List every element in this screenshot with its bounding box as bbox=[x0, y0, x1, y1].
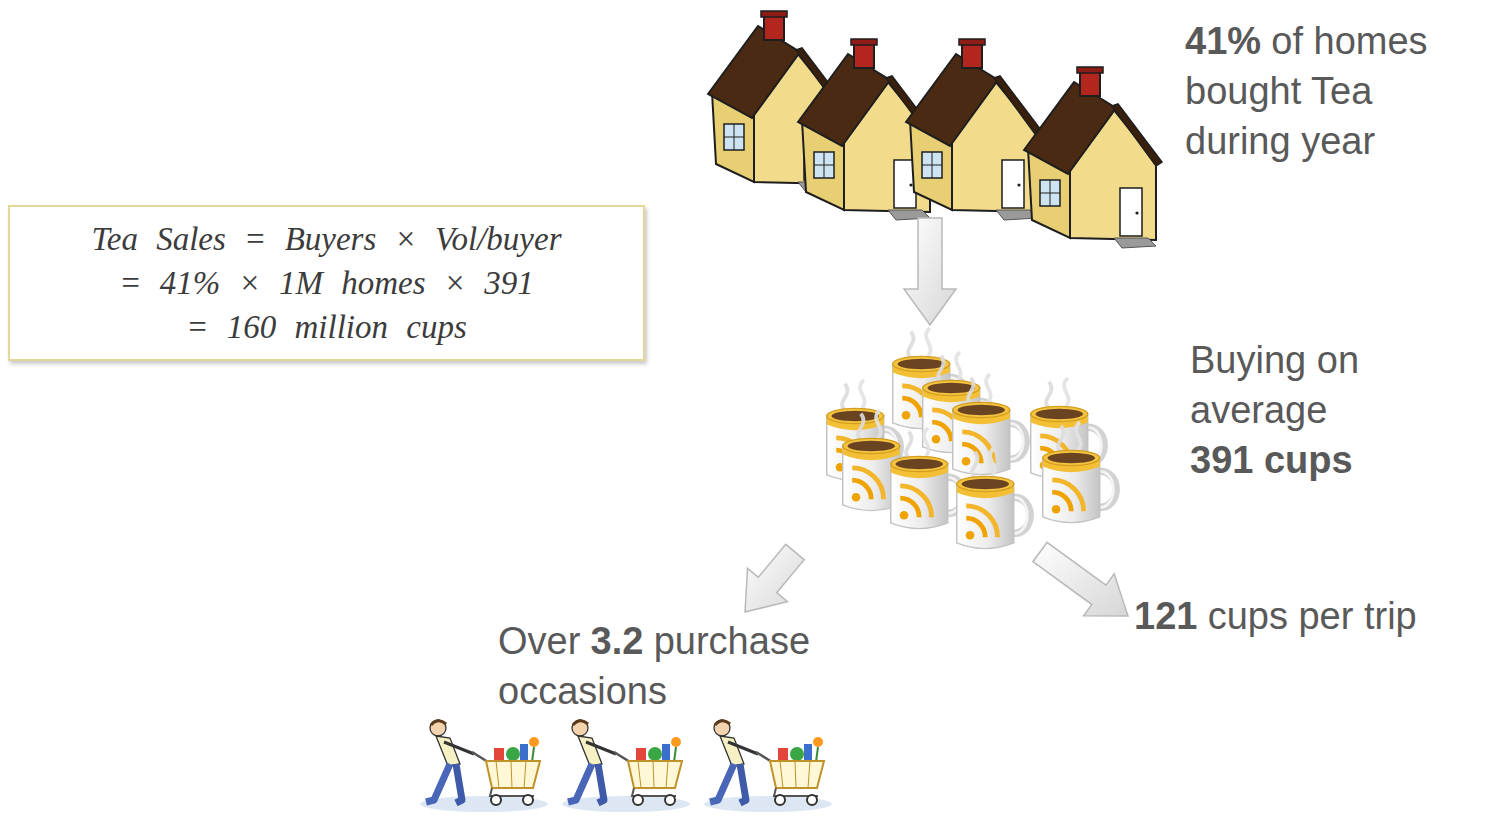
shoppers bbox=[420, 720, 832, 812]
callout-text: 41%of homes bought Tea during year bbox=[1185, 16, 1475, 166]
callout-text: cups per trip bbox=[1208, 595, 1417, 637]
block-arrow bbox=[745, 544, 804, 612]
block-arrow bbox=[904, 218, 956, 325]
callout-text: Buying on average391 cups bbox=[1190, 335, 1405, 485]
highlight-figure: 41% bbox=[1185, 20, 1261, 62]
formula-line: = 41% × 1M homes × 391 bbox=[22, 261, 631, 305]
callout-text: Over3.2purchase occasions bbox=[498, 616, 858, 716]
formula-box: Tea Sales = Buyers × Vol/buyer= 41% × 1M… bbox=[8, 205, 645, 361]
highlight-figure: 3.2 bbox=[591, 620, 644, 662]
highlight-figure: 391 cups bbox=[1190, 435, 1405, 485]
illustration-group: Over3.2purchase occasions bbox=[410, 612, 864, 818]
tea-cups bbox=[827, 328, 1116, 549]
callout-text: Buying on average bbox=[1190, 339, 1359, 431]
block-arrow bbox=[1033, 542, 1128, 616]
highlight-figure: 121 bbox=[1134, 595, 1197, 637]
illustration-group: 41%of homes bought Tea during year bbox=[700, 0, 1481, 218]
callout-text: 121 cups per trip bbox=[1134, 591, 1417, 641]
houses bbox=[708, 11, 1162, 248]
formula-line: = 160 million cups bbox=[22, 305, 631, 349]
formula-line: Tea Sales = Buyers × Vol/buyer bbox=[22, 217, 631, 261]
illustration-group: Buying on average391 cups bbox=[760, 325, 1411, 552]
callout-text: Over bbox=[498, 620, 580, 662]
callout-box: 121 cups per trip bbox=[1128, 590, 1460, 645]
